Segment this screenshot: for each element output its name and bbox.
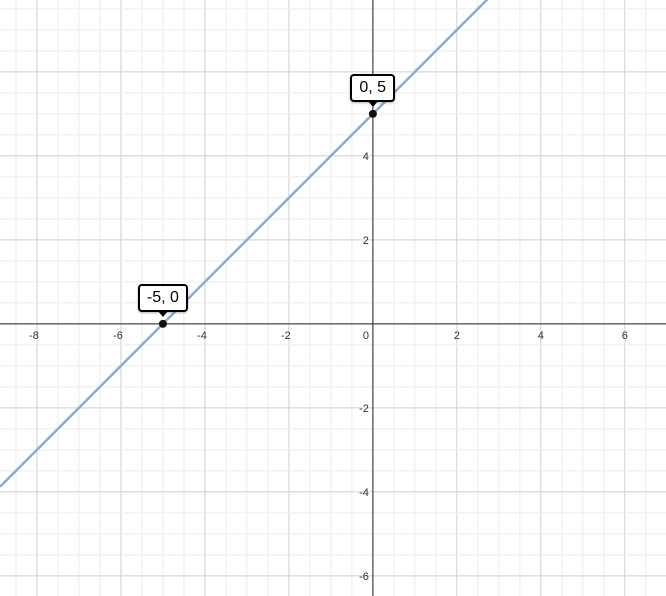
x-tick-label: 6 [622,330,628,342]
point-label: -5, 0 [137,283,188,317]
x-tick-label: -8 [29,330,39,342]
x-tick-label: -4 [197,330,207,342]
y-tick-label: -6 [359,571,369,583]
y-tick-label: -2 [359,403,369,415]
x-tick-label: 0 [363,330,369,342]
x-tick-label: -2 [281,330,291,342]
y-tick-label: 4 [363,151,369,163]
data-point [158,319,167,328]
y-tick-label: 2 [363,235,369,247]
series-line [0,0,489,488]
point-label: 0, 5 [350,73,396,107]
data-point [368,109,377,118]
x-tick-label: 4 [538,330,544,342]
y-tick-label: -4 [359,487,369,499]
x-tick-label: 2 [454,330,460,342]
x-tick-label: -6 [113,330,123,342]
